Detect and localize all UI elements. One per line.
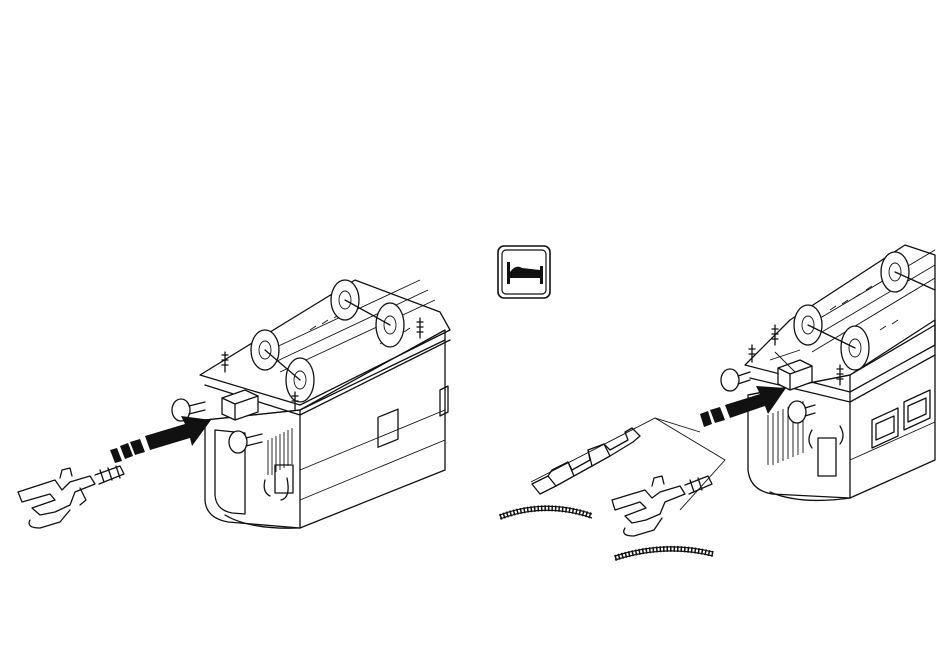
sleeping-car-bed-icon [498,246,550,298]
right-coach-figure [500,245,935,560]
left-coach-figure [18,280,450,528]
curved-track-icon-1 [500,506,592,519]
left-buffer-2 [229,431,247,453]
right-coupler-part [612,476,712,536]
part-connector-line [531,418,700,482]
curved-track-icon-2 [615,547,713,560]
left-coupler-part [18,466,124,528]
part-connector-line-2 [655,418,725,510]
close-coupling-rod-part [532,428,640,494]
right-buffer-1 [721,369,739,391]
left-insertion-arrow-icon [110,416,211,463]
right-buffer-2 [788,401,806,423]
